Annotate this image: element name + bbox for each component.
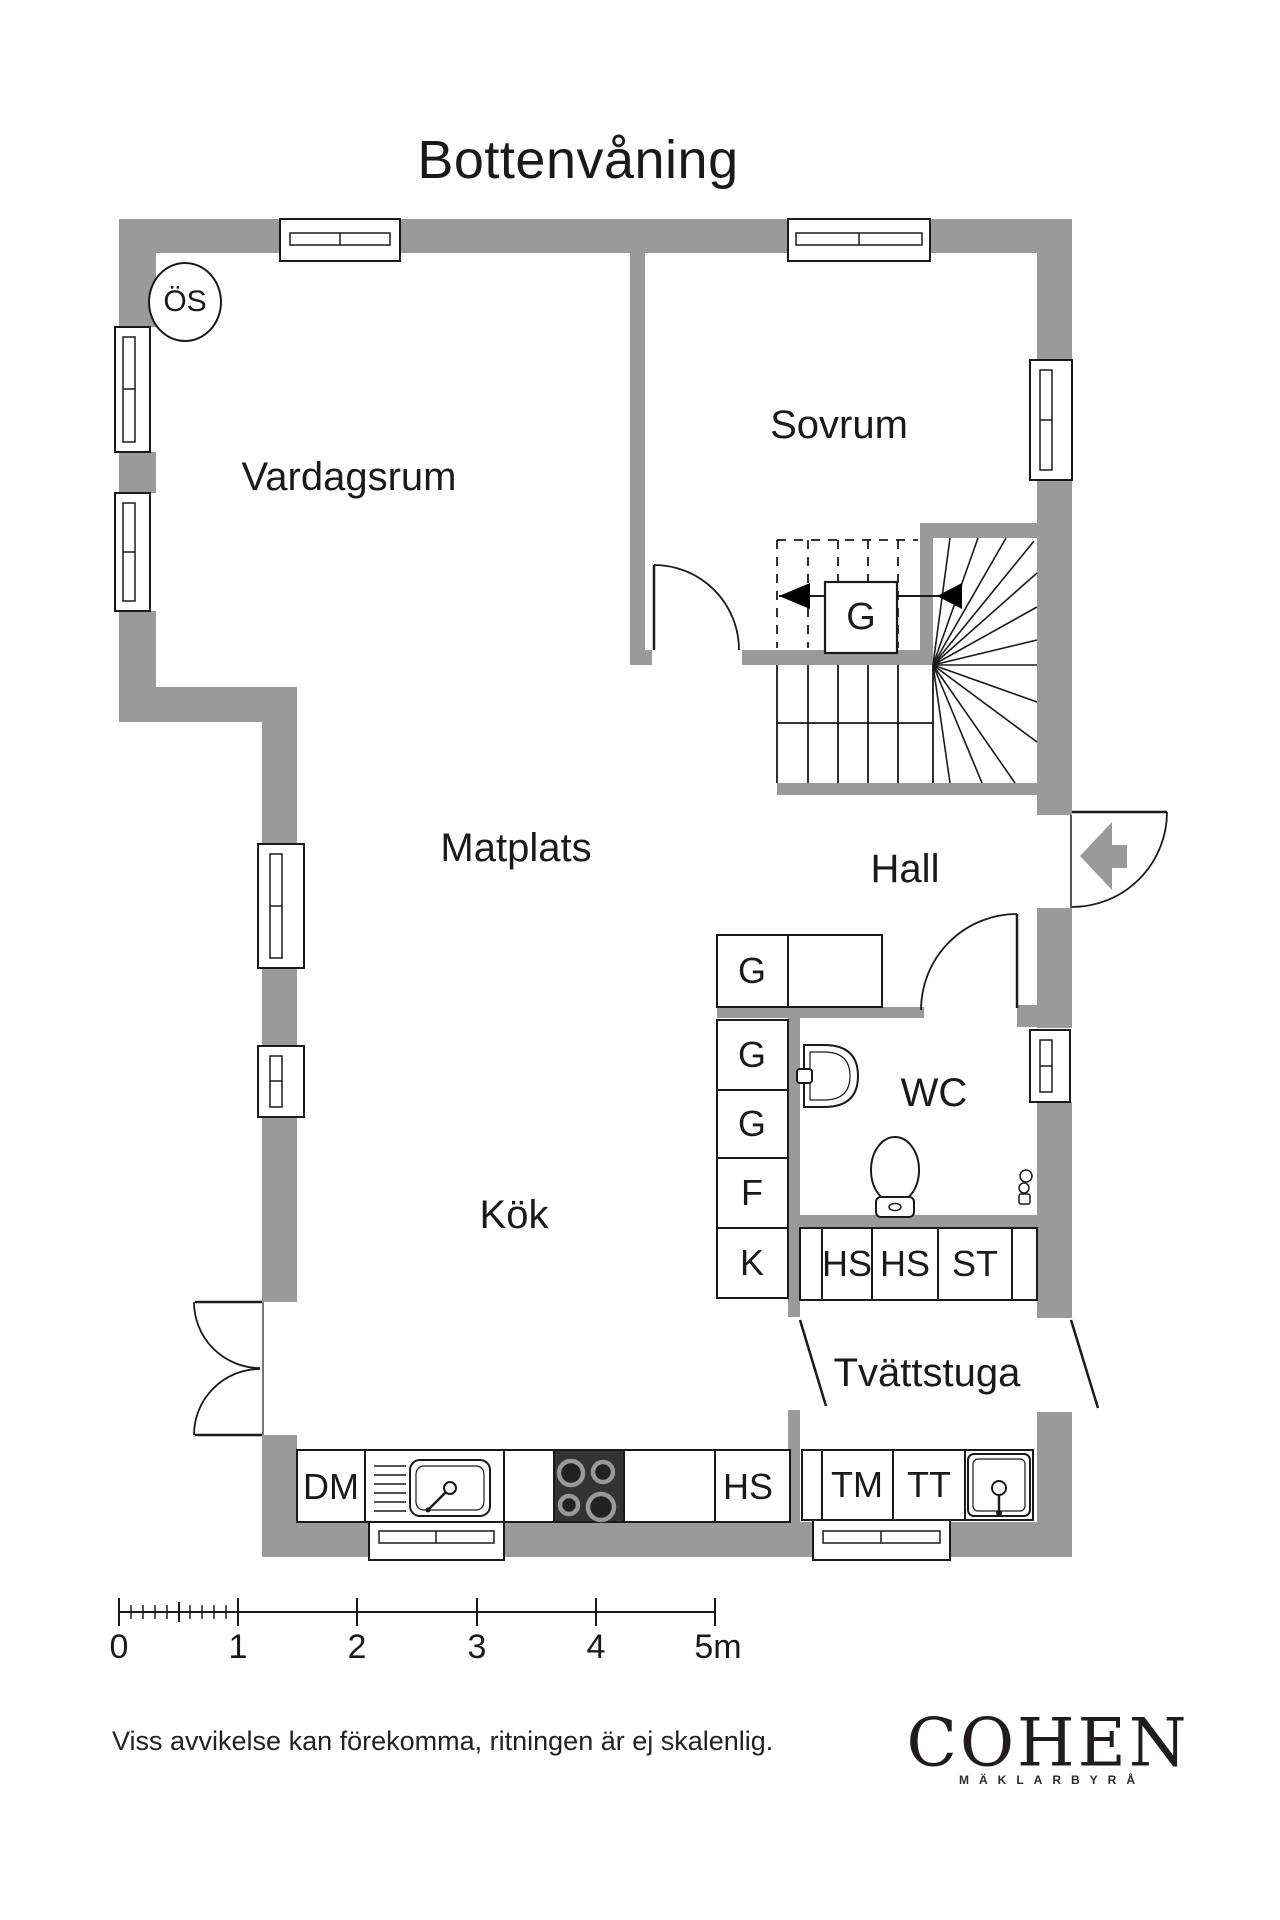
- cabinet-label-tm: TM: [831, 1464, 883, 1505]
- room-label-vardagsrum: Vardagsrum: [241, 455, 457, 499]
- wc-sink: [796, 1044, 860, 1108]
- fixtures-layer: [374, 822, 1127, 1523]
- doors-layer: [193, 564, 1168, 1437]
- room-label-kok: Kök: [479, 1193, 549, 1237]
- laundry-sink: [967, 1453, 1031, 1517]
- room-label-tvattstuga: Tvättstuga: [833, 1351, 1021, 1395]
- cabinet-label-hs-wc-2: HS: [879, 1243, 931, 1284]
- stair-direction-arrow: [937, 583, 962, 609]
- understair-wardrobe-label: G: [846, 596, 876, 638]
- valve-fixture: [1018, 1169, 1033, 1205]
- brand-logo: COHEN: [906, 1704, 1190, 1782]
- cabinet-label-hs-wc-1: HS: [821, 1243, 873, 1284]
- stair-direction-arrow: [779, 583, 810, 609]
- disclaimer-text: Viss avvikelse kan förekomma, ritningen …: [112, 1726, 774, 1756]
- walls-layer: [119, 219, 1072, 1557]
- cabinet-label-st: ST: [951, 1243, 999, 1284]
- cabinet-label-tt: TT: [907, 1464, 951, 1505]
- scale-label-5m: 5m: [694, 1628, 742, 1666]
- room-label-hall: Hall: [870, 847, 940, 891]
- scale-label-3: 3: [467, 1628, 487, 1666]
- stairs-winder-fan: [932, 537, 1038, 784]
- hob-burners: [556, 1458, 617, 1523]
- scale-label-4: 4: [586, 1628, 606, 1666]
- cabinet-label-hall-g: G: [737, 950, 767, 991]
- cabinet-label-f: F: [741, 1172, 763, 1213]
- entrance-arrow-icon: [1080, 822, 1127, 890]
- room-label-matplats: Matplats: [440, 826, 592, 870]
- scale-bar: [118, 1598, 716, 1626]
- understair-wardrobe-box: [823, 580, 899, 655]
- cabinet-label-dm: DM: [303, 1466, 359, 1507]
- room-label-wc: WC: [900, 1071, 968, 1115]
- os-marker-label: ÖS: [163, 285, 207, 318]
- cabinet-label-g-upper: G: [737, 1034, 767, 1075]
- scale-label-2: 2: [347, 1628, 367, 1666]
- scale-label-0: 0: [109, 1628, 129, 1666]
- brand-tagline: MÄKLARBYRÅ: [959, 1773, 1145, 1787]
- kitchen-sink: [374, 1459, 491, 1517]
- page-title: Bottenvåning: [417, 130, 739, 190]
- toilet: [870, 1136, 920, 1218]
- room-label-sovrum: Sovrum: [770, 403, 908, 447]
- scale-label-1: 1: [228, 1628, 248, 1666]
- cabinet-label-g-lower: G: [737, 1103, 767, 1144]
- cabinet-label-k: K: [739, 1242, 765, 1283]
- staircase: [776, 537, 1038, 784]
- cabinet-label-hs-kitchen: HS: [722, 1466, 774, 1507]
- windows-layer: [114, 218, 1073, 1561]
- cabinets-layer: [296, 934, 1038, 1523]
- os-marker: ÖS: [148, 262, 222, 342]
